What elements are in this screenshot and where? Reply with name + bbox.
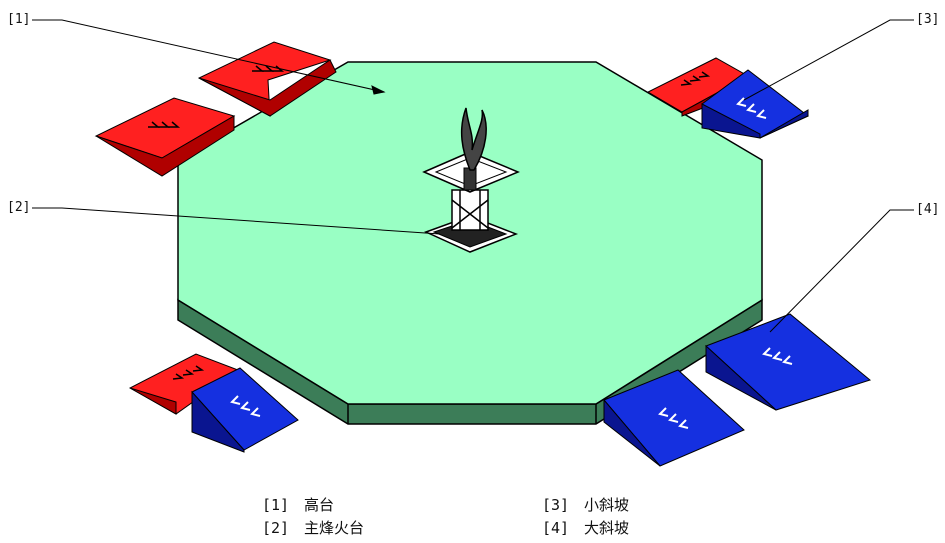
small-ramp-blue-1 bbox=[701, 69, 809, 139]
legend-label: 大斜坡 bbox=[584, 519, 630, 537]
legend-num: [2] bbox=[262, 519, 290, 537]
leader-4 bbox=[769, 209, 914, 333]
legend-item-4: [4] 大斜坡 bbox=[542, 517, 629, 540]
small-ramp-red-1 bbox=[197, 41, 337, 117]
callout-3: [3] bbox=[916, 12, 940, 27]
legend-label: 高台 bbox=[304, 496, 335, 514]
legend-num: [1] bbox=[262, 496, 290, 514]
large-ramp-blue-1 bbox=[705, 313, 872, 411]
legend-item-1: [1] 高台 bbox=[262, 494, 364, 517]
legend-num: [3] bbox=[542, 496, 570, 514]
small-ramp-red-2 bbox=[94, 97, 236, 177]
legend-item-3: [3] 小斜坡 bbox=[542, 494, 629, 517]
leader-3 bbox=[743, 19, 914, 101]
chevron-marks bbox=[252, 65, 285, 72]
callout-1: [1] bbox=[7, 12, 31, 27]
legend-label: 主烽火台 bbox=[304, 519, 365, 537]
beacon-tower bbox=[422, 107, 520, 253]
chevron-marks bbox=[148, 121, 181, 128]
legend-label: 小斜坡 bbox=[584, 496, 630, 514]
leader-1 bbox=[32, 19, 385, 93]
legend-item-2: [2] 主烽火台 bbox=[262, 517, 364, 540]
legend-right: [3] 小斜坡 [4] 大斜坡 bbox=[542, 494, 629, 540]
small-ramp-blue-2 bbox=[191, 367, 299, 453]
large-ramp-blue-2 bbox=[603, 369, 745, 467]
flame-icon bbox=[460, 107, 487, 171]
callout-4: [4] bbox=[916, 202, 940, 217]
legend-left: [1] 高台 [2] 主烽火台 bbox=[262, 494, 364, 540]
callout-leaders bbox=[32, 19, 914, 333]
leader-2 bbox=[32, 207, 441, 235]
callout-2: [2] bbox=[7, 200, 31, 215]
legend-num: [4] bbox=[542, 519, 570, 537]
